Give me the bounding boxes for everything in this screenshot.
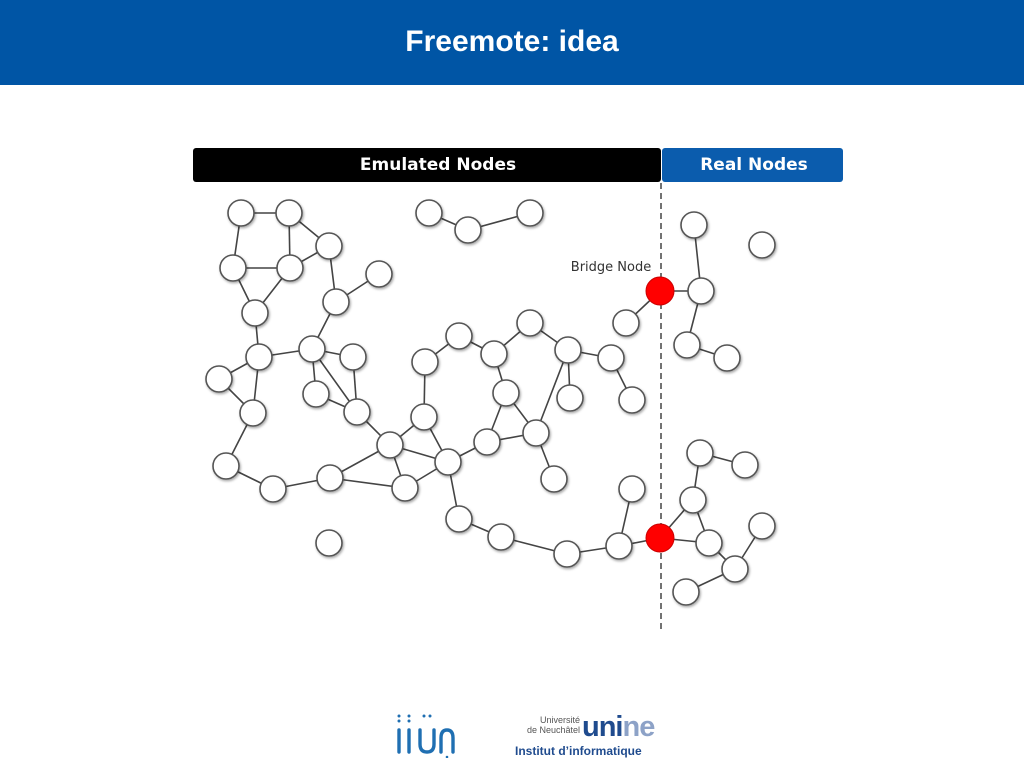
univ-name-line1: Université bbox=[539, 715, 580, 725]
network-node bbox=[205, 365, 233, 393]
network-node bbox=[721, 555, 749, 583]
network-node bbox=[445, 505, 473, 533]
network-node bbox=[315, 529, 343, 557]
network-node bbox=[687, 277, 715, 305]
unine-logo: unine bbox=[582, 711, 655, 743]
network-node bbox=[316, 464, 344, 492]
network-node bbox=[302, 380, 330, 408]
network-node bbox=[376, 431, 404, 459]
slide-title: Freemote: idea bbox=[405, 24, 619, 58]
network-node bbox=[554, 336, 582, 364]
network-node bbox=[365, 260, 393, 288]
title-bar: Freemote: idea bbox=[0, 0, 1024, 85]
bridge-node-label: Bridge Node bbox=[571, 260, 651, 275]
network-node bbox=[618, 386, 646, 414]
network-node bbox=[553, 540, 581, 568]
network-node bbox=[415, 199, 443, 227]
network-node bbox=[480, 340, 508, 368]
network-node bbox=[713, 344, 741, 372]
network-node bbox=[322, 288, 350, 316]
bridge-node bbox=[645, 523, 675, 553]
network-node bbox=[487, 523, 515, 551]
emulated-nodes-label: Emulated Nodes bbox=[360, 155, 516, 175]
network-node bbox=[410, 403, 438, 431]
network-node bbox=[411, 348, 439, 376]
network-node bbox=[227, 199, 255, 227]
network-node bbox=[298, 335, 326, 363]
network-node bbox=[492, 379, 520, 407]
footer: Université de Neuchâtel unine Institut d… bbox=[0, 700, 1024, 768]
network-node bbox=[612, 309, 640, 337]
network-node bbox=[259, 475, 287, 503]
network-node bbox=[597, 344, 625, 372]
network-node bbox=[516, 199, 544, 227]
network-node bbox=[212, 452, 240, 480]
network-node bbox=[522, 419, 550, 447]
network-node bbox=[275, 199, 303, 227]
network-node bbox=[679, 486, 707, 514]
network-node bbox=[748, 231, 776, 259]
network-node bbox=[343, 398, 371, 426]
network-node bbox=[239, 399, 267, 427]
univ-name-line2: de Neuchâtel bbox=[526, 725, 580, 735]
real-nodes-label: Real Nodes bbox=[700, 155, 808, 175]
network-node bbox=[241, 299, 269, 327]
network-node bbox=[556, 384, 584, 412]
network-node bbox=[434, 448, 462, 476]
network-node bbox=[748, 512, 776, 540]
network-node bbox=[680, 211, 708, 239]
real-nodes-header bbox=[662, 148, 843, 182]
emulated-nodes-header bbox=[193, 148, 661, 182]
network-node bbox=[618, 475, 646, 503]
bridge-node bbox=[645, 276, 675, 306]
institute-name: Institut d’informatique bbox=[515, 744, 642, 758]
network-node bbox=[686, 439, 714, 467]
unine-logo-block: Université de Neuchâtel unine Institut d… bbox=[514, 711, 655, 763]
network-node bbox=[695, 529, 723, 557]
network-node bbox=[276, 254, 304, 282]
network-node bbox=[540, 465, 568, 493]
network-node bbox=[673, 331, 701, 359]
network-node bbox=[445, 322, 473, 350]
network-node bbox=[219, 254, 247, 282]
network-node bbox=[339, 343, 367, 371]
network-edge bbox=[535, 349, 569, 434]
network-node bbox=[672, 578, 700, 606]
network-nodes bbox=[205, 199, 776, 606]
iiun-logo bbox=[397, 714, 455, 758]
network-diagram: Emulated Nodes Real Nodes Bridge Node bbox=[193, 148, 843, 630]
network-node bbox=[391, 474, 419, 502]
network-node bbox=[731, 451, 759, 479]
network-node bbox=[605, 532, 633, 560]
network-node bbox=[516, 309, 544, 337]
network-node bbox=[473, 428, 501, 456]
network-node bbox=[245, 343, 273, 371]
network-node bbox=[454, 216, 482, 244]
network-node bbox=[315, 232, 343, 260]
